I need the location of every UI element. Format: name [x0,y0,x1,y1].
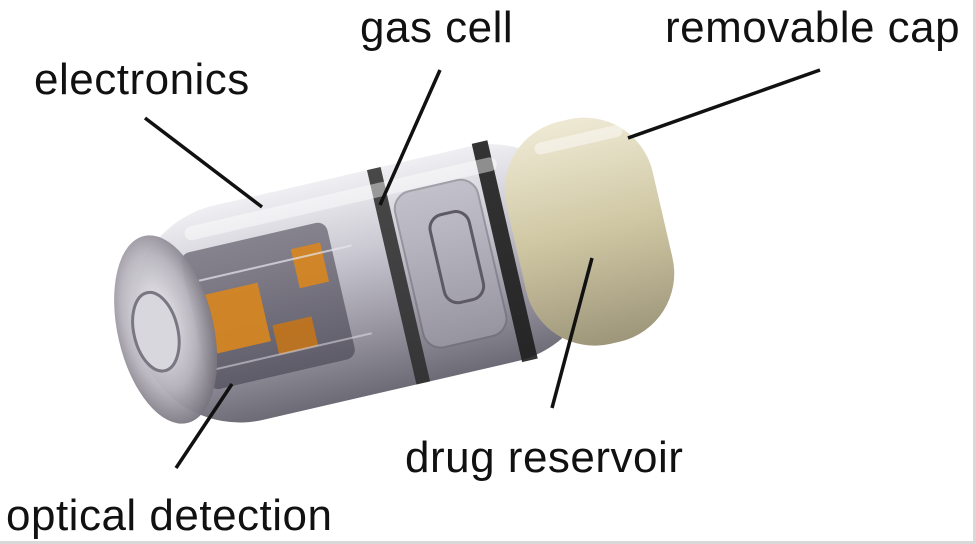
leader-removable-cap [627,68,821,140]
label-optical-detection: optical detection [6,491,333,540]
orange-chip-1 [203,282,271,354]
label-removable-cap: removable cap [665,3,961,52]
label-drug-reservoir: drug reservoir [405,433,684,482]
body-highlight [184,157,497,241]
leader-drug-reservoir [550,257,594,409]
board-trace-1 [195,244,352,283]
leader-optical-detection [174,383,234,469]
ring-2 [471,140,538,363]
cap-highlight [534,124,623,155]
optical-window [131,290,181,373]
label-gas-cell: gas cell [360,3,514,52]
capsule [114,117,675,424]
leader-gas-cell [378,69,442,206]
ring-1 [366,166,431,385]
drug-reservoir-chamber [428,210,486,305]
label-electronics: electronics [34,55,250,104]
orange-chip-3 [272,316,319,355]
orange-chip-2 [290,242,330,289]
gas-cell-chamber [393,178,508,349]
board-trace-2 [215,332,372,371]
leader-electronics [143,116,264,209]
removable-cap-shape [504,117,675,346]
